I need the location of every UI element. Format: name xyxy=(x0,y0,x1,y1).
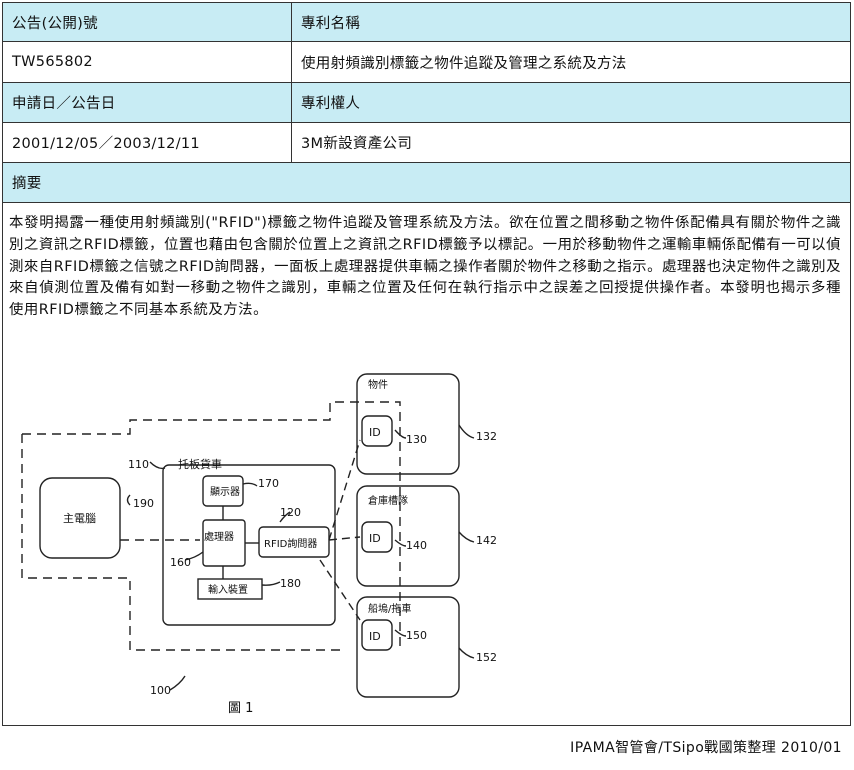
rfid-interrogator-box xyxy=(258,526,330,558)
patent-figure: 主電腦 190 110 托板貨車 顯示器 170 處理器 160 RFID詢問器… xyxy=(21,373,497,716)
processor-label: 處理器 xyxy=(204,530,234,543)
dock-label: 船塢/拖車 xyxy=(368,602,411,615)
truck-ref: 110 xyxy=(128,458,149,471)
patent-title-label: 專利名稱 xyxy=(301,15,361,32)
item-box xyxy=(356,373,460,475)
bay-ref: 142 xyxy=(476,534,497,547)
patent-table: 公告(公開)號 專利名稱 TW565802 使用射頻識別標籤之物件追蹤及管理之系… xyxy=(2,2,851,726)
display-label: 顯示器 xyxy=(210,486,240,498)
dock-ref: 152 xyxy=(476,651,497,664)
assignee: 3M新設資產公司 xyxy=(301,136,413,152)
data-row-2: 2001/12/05／2003/12/11 3M新設資產公司 xyxy=(3,123,850,163)
item-tag-ref: 130 xyxy=(406,433,427,446)
header-row-1: 公告(公開)號 專利名稱 xyxy=(3,3,850,42)
abstract-label: 摘要 xyxy=(12,176,42,192)
display-ref: 170 xyxy=(258,477,279,490)
processor-box xyxy=(202,519,246,567)
assignee-label: 專利權人 xyxy=(301,96,361,112)
input-label: 輸入裝置 xyxy=(208,583,248,596)
host-computer-box xyxy=(39,477,121,559)
network-dashed-line xyxy=(21,434,345,651)
truck-label: 托板貨車 xyxy=(178,457,222,471)
patent-title: 使用射頻識別標籤之物件追蹤及管理之系統及方法 xyxy=(301,55,627,72)
dates: 2001/12/05／2003/12/11 xyxy=(3,123,292,162)
bay-tag-ref: 140 xyxy=(406,539,427,552)
rfid-ref: 120 xyxy=(280,506,301,519)
data-row-1: TW565802 使用射頻識別標籤之物件追蹤及管理之系統及方法 xyxy=(3,42,850,83)
header-row-3: 摘要 xyxy=(3,163,850,203)
header-row-2: 申請日／公告日 專利權人 xyxy=(3,83,850,123)
footer-credit: IPAMA智管會/TSipo戰國策整理 2010/01 xyxy=(570,740,842,756)
host-computer-label: 主電腦 xyxy=(63,511,96,525)
warehouse-bay-box xyxy=(356,485,460,587)
dock-tag-ref: 150 xyxy=(406,629,427,642)
processor-ref: 160 xyxy=(170,556,191,569)
pallet-truck-box xyxy=(162,464,336,626)
dock-box xyxy=(356,596,460,698)
dock-tag-id: ID xyxy=(369,630,381,643)
dates-label: 申請日／公告日 xyxy=(3,83,292,122)
bay-label: 倉庫槽隊 xyxy=(368,494,408,507)
input-ref: 180 xyxy=(280,577,301,590)
rfid-label: RFID詢問器 xyxy=(264,537,317,550)
system-ref: 100 xyxy=(150,684,171,697)
host-ref: 190 xyxy=(133,497,154,510)
publication-number: TW565802 xyxy=(3,42,292,82)
abstract-text: 本發明揭露一種使用射頻識別("RFID")標籤之物件追蹤及管理系統及方法。欲在位… xyxy=(9,215,841,319)
publication-number-label: 公告(公開)號 xyxy=(3,3,292,41)
item-label: 物件 xyxy=(368,378,388,391)
bay-tag-id: ID xyxy=(369,532,381,545)
figure-caption: 圖 1 xyxy=(228,701,253,716)
item-ref: 132 xyxy=(476,430,497,443)
input-device-box xyxy=(197,578,263,600)
item-tag-id: ID xyxy=(369,426,381,439)
